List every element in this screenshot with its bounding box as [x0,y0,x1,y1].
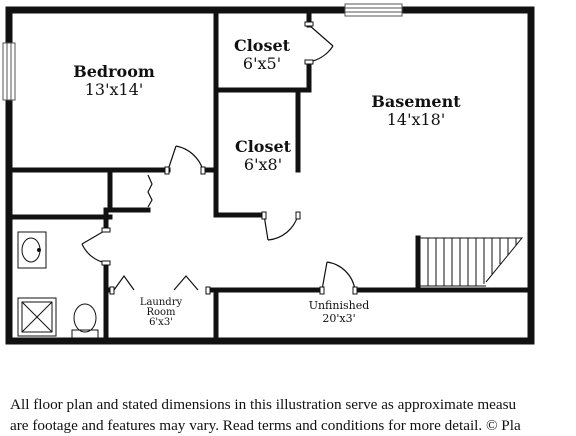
disclaimer-line2: are footage and features may vary. Read … [10,417,521,434]
shower-stall [17,297,57,337]
bedroom-dims: 13'x14' [85,80,144,99]
laundry-dims: 6'x3' [149,317,173,328]
disclaimer-line1: All floor plan and stated dimensions in … [10,396,517,413]
laundry-name-line1: Laundry [140,297,183,308]
interior-walls [6,7,534,344]
disclaimer: All floor plan and stated dimensions in … [10,394,576,436]
label-unfinished: Unfinished 20'x3' [309,299,370,325]
toilet [71,303,99,339]
laundry-name-line2: Room [146,307,176,318]
label-laundry: Laundry Room 6'x3' [140,297,183,328]
unfinished-dims: 20'x3' [322,312,355,325]
staircase [420,237,524,287]
bedroom-name: Bedroom [73,62,155,81]
closet-mid-dims: 6'x8' [244,155,282,174]
bathroom-sink [17,231,47,269]
closet-mid-name: Closet [235,137,292,156]
floor-plan: Bedroom 13'x14' Closet 6'x5' Closet 6'x8… [2,3,535,345]
exterior-walls [5,6,535,345]
unfinished-name: Unfinished [309,299,370,312]
basement-name: Basement [371,92,461,111]
closet-top-dims: 6'x5' [243,54,281,73]
window-left [2,42,16,101]
window-top [344,3,403,17]
closet-top-name: Closet [234,36,291,55]
basement-dims: 14'x18' [387,110,446,129]
label-closet-top: Closet 6'x5' [234,36,291,73]
door-jambs [101,21,358,295]
label-bedroom: Bedroom 13'x14' [73,62,155,99]
label-basement: Basement 14'x18' [371,92,461,129]
label-closet-mid: Closet 6'x8' [235,137,292,174]
